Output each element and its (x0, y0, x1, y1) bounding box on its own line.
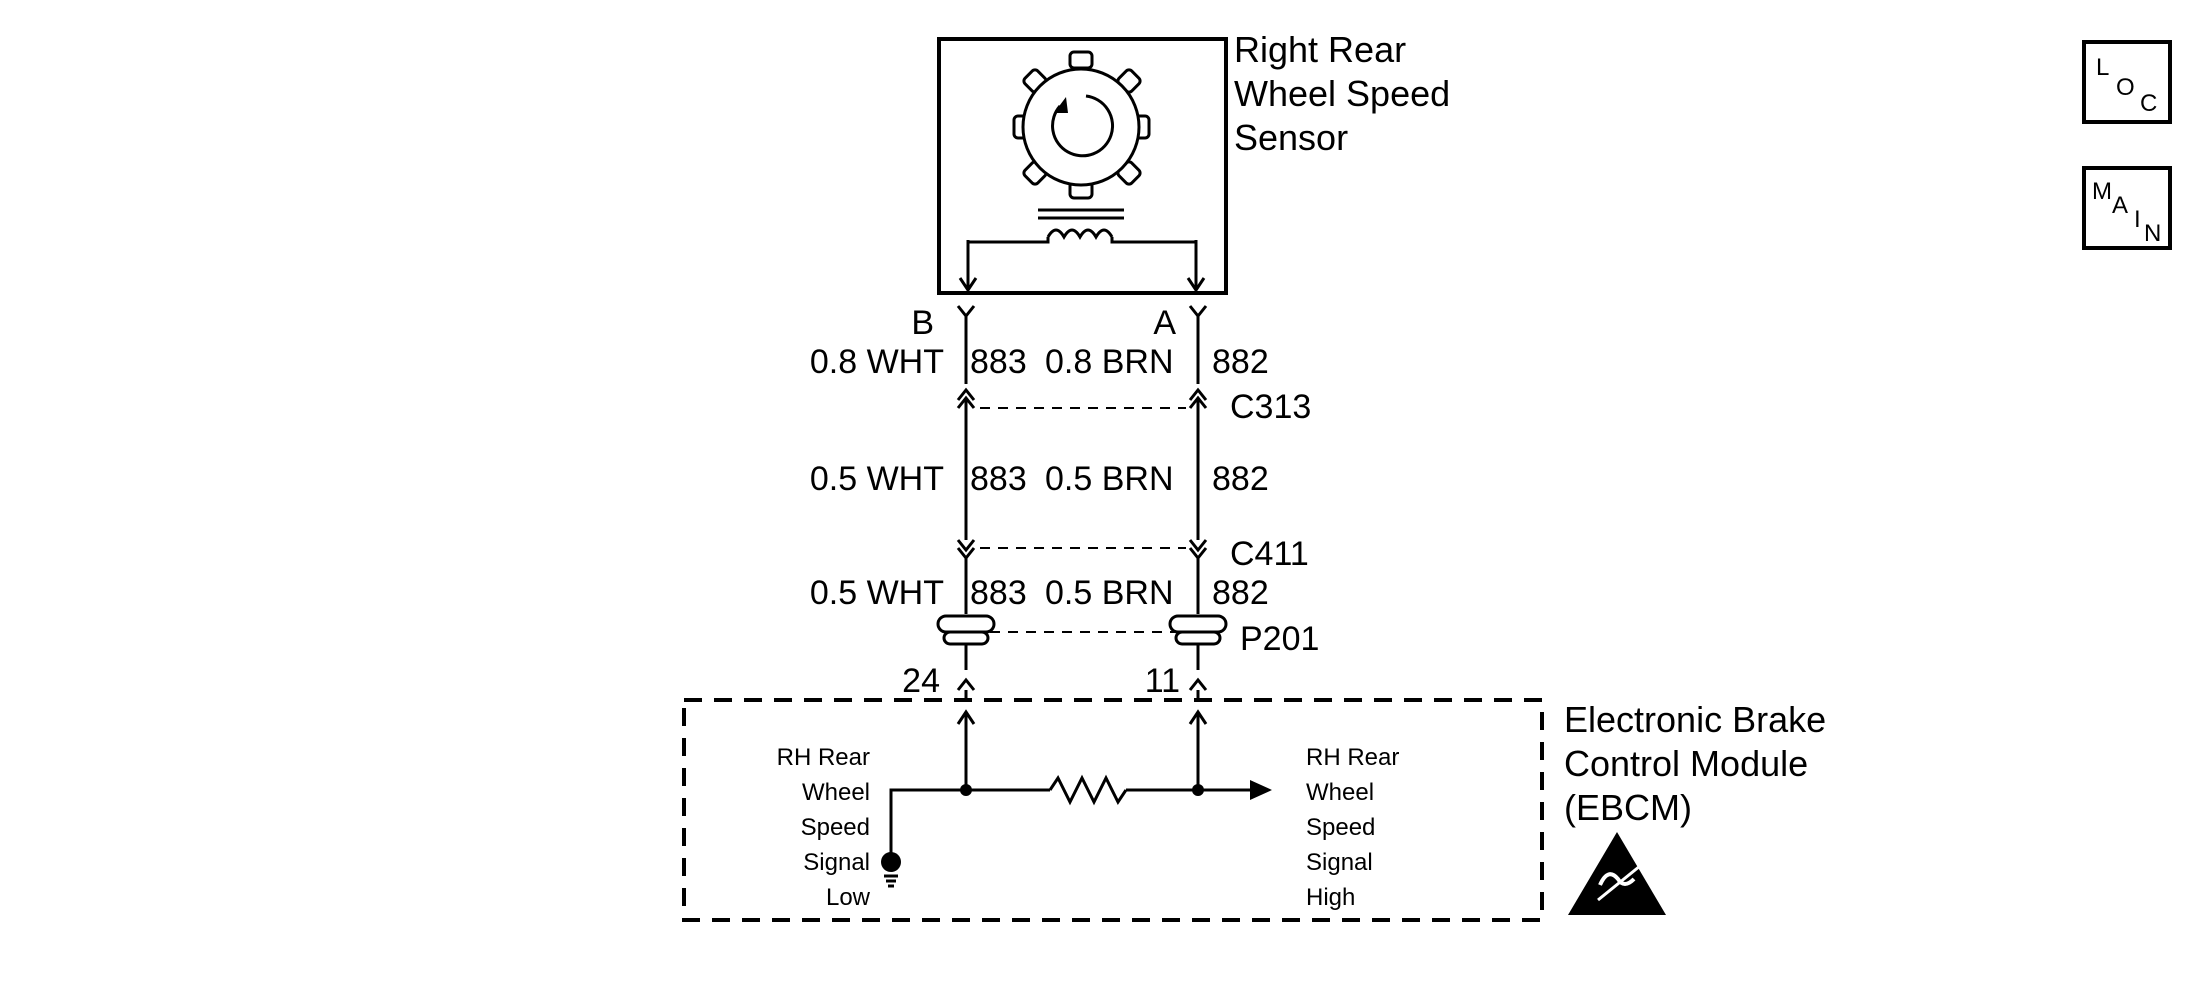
main-letter: N (2144, 220, 2162, 247)
sensor-title-line: Sensor (1234, 117, 1348, 158)
terminal-label: A (1153, 304, 1176, 342)
low-signal-line: Signal (803, 849, 870, 876)
reluctor-wheel-icon (1012, 50, 1151, 200)
low-signal-label: RH Rear Wheel Speed Signal Low (777, 744, 871, 911)
coil-icon (966, 208, 1198, 262)
ebcm-box (682, 698, 1544, 922)
loc-button[interactable]: L O C (2082, 40, 2172, 124)
high-signal-line: Signal (1306, 849, 1373, 876)
pin-label: 11 (1145, 662, 1180, 700)
loc-letter: L (2096, 54, 2110, 81)
esd-warning-icon (1568, 832, 1666, 915)
wire-lines (956, 305, 1208, 702)
module-title: Electronic Brake Control Module (EBCM) (1564, 699, 1826, 828)
low-signal-line: Wheel (802, 779, 870, 806)
module-title-line: Control Module (1564, 743, 1808, 784)
connector-dashes (980, 407, 1186, 633)
high-signal-line: RH Rear (1306, 744, 1399, 771)
terminal-label: B (911, 304, 934, 342)
p201-connector-icon (936, 614, 1228, 646)
connector-label: P201 (1240, 620, 1319, 658)
sensor-title: Right Rear Wheel Speed Sensor (1234, 29, 1450, 158)
main-letter: I (2134, 206, 2141, 233)
wire-circuit-label: 883 (970, 574, 1027, 612)
pin-label: 24 (902, 662, 940, 700)
wire-gauge-label: 0.5 BRN (1045, 574, 1174, 612)
wire-gauge-label: 0.5 WHT (810, 574, 944, 612)
module-title-line: Electronic Brake (1564, 699, 1826, 740)
high-signal-label: RH Rear Wheel Speed Signal High (1306, 744, 1399, 911)
low-signal-line: RH Rear (777, 744, 870, 771)
module-title-line: (EBCM) (1564, 787, 1692, 828)
loc-letter: O (2116, 74, 2135, 101)
connector-label: C313 (1230, 388, 1311, 426)
sensor-title-line: Wheel Speed (1234, 73, 1450, 114)
ground-icon (881, 852, 901, 872)
sensor-terminal-arrows (958, 240, 1206, 293)
sensor-box (937, 37, 1228, 295)
main-button[interactable]: M A I N (2082, 166, 2172, 250)
high-signal-line: High (1306, 884, 1355, 911)
wire-circuit-label: 882 (1212, 460, 1269, 498)
main-letter: M (2092, 178, 2112, 205)
wire-gauge-label: 0.5 WHT (810, 460, 944, 498)
signal-arrow-icon (1250, 780, 1272, 800)
junction-dot (960, 784, 972, 796)
wire-circuit-label: 882 (1212, 574, 1269, 612)
wire-gauge-label: 0.8 WHT (810, 343, 944, 381)
wire-gauge-label: 0.5 BRN (1045, 460, 1174, 498)
high-signal-line: Wheel (1306, 779, 1374, 806)
loc-letter: C (2140, 90, 2158, 117)
low-signal-line: Speed (801, 814, 870, 841)
high-signal-line: Speed (1306, 814, 1375, 841)
main-letter: A (2112, 192, 2129, 219)
ebcm-circuit (884, 709, 1250, 888)
low-signal-line: Low (826, 884, 871, 911)
wire-circuit-label: 883 (970, 460, 1027, 498)
sensor-title-line: Right Rear (1234, 29, 1406, 70)
wire-circuit-label: 882 (1212, 343, 1269, 381)
wire-gauge-label: 0.8 BRN (1045, 343, 1174, 381)
wire-circuit-label: 883 (970, 343, 1027, 381)
junction-dot (1192, 784, 1204, 796)
connector-label: C411 (1230, 535, 1309, 573)
